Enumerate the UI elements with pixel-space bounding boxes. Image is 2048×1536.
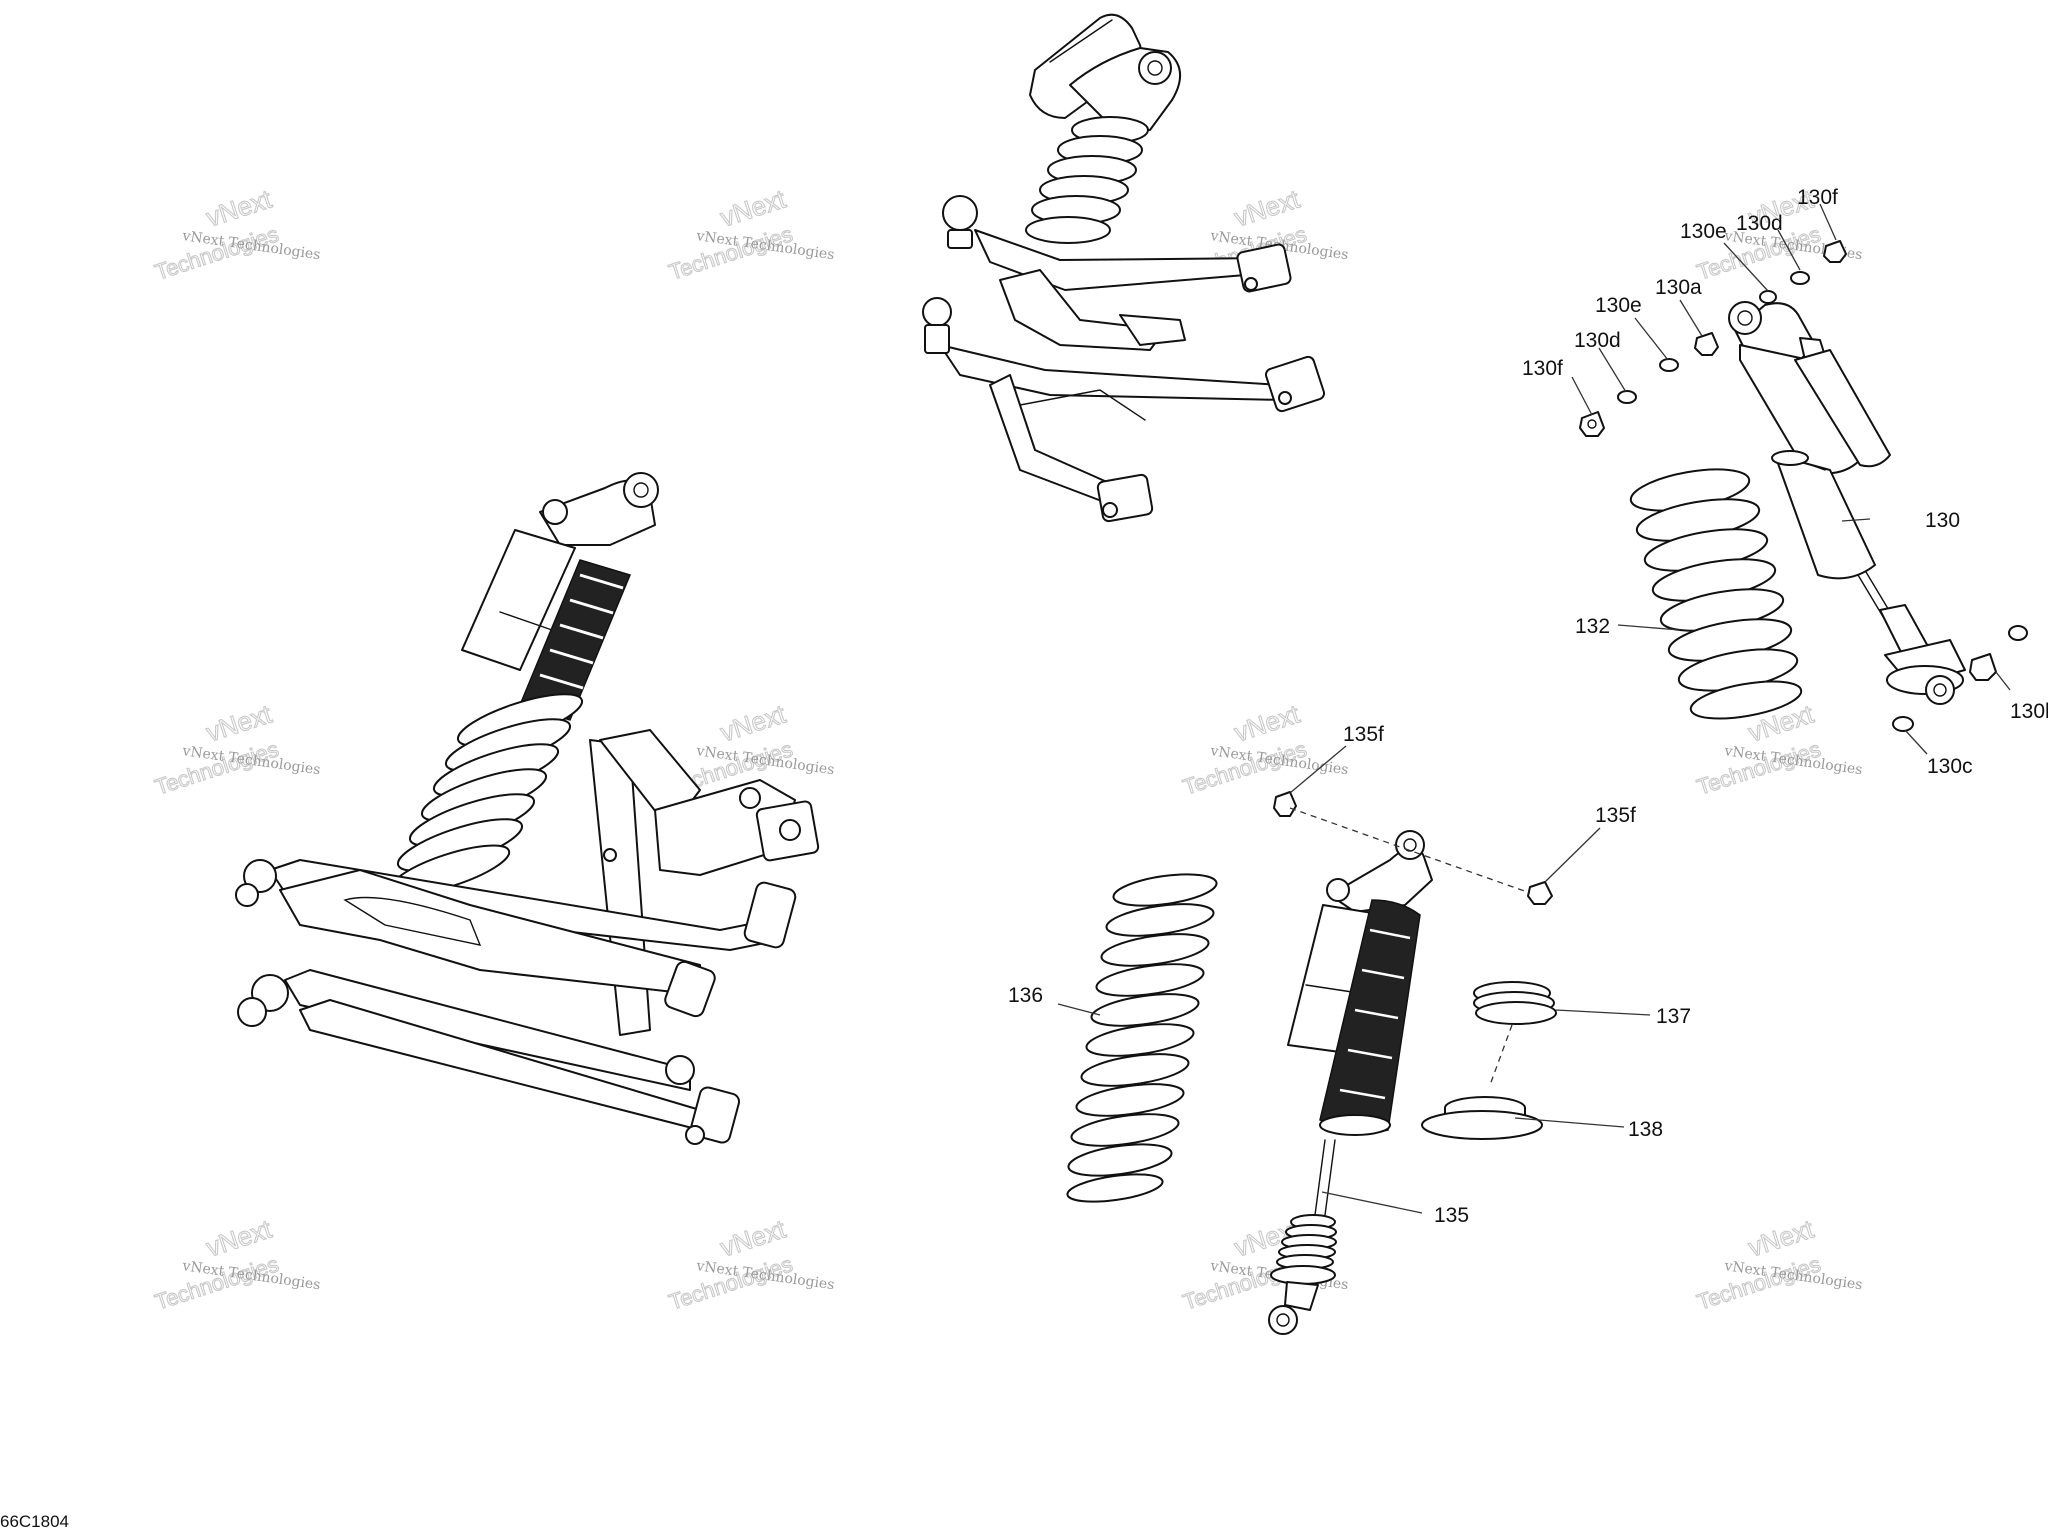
leader-lines [1057, 203, 2011, 1214]
callout-137: 137 [1656, 1005, 1691, 1028]
watermark: vNext Technologies vNext Technologies [665, 183, 835, 285]
callout-130f-right: 130f [1797, 186, 1838, 209]
callout-135f-left: 135f [1343, 723, 1384, 746]
watermark: vNext Technologies vNext Technologies [1179, 698, 1349, 800]
spring-highlights [539, 573, 624, 690]
watermark: vNext Technologies vNext Technologies [151, 1213, 321, 1315]
callout-136: 136 [1008, 984, 1043, 1007]
left-suspension-assembly [235, 472, 820, 1145]
spring-132 [1629, 468, 1803, 720]
watermark: vNext Technologies vNext Technologies [151, 698, 321, 800]
callout-130d-right: 130d [1736, 212, 1783, 235]
part-137 [1473, 981, 1557, 1025]
hardware-130-left [1579, 332, 1719, 437]
spring-136 [1066, 873, 1218, 1203]
callout-130c: 130c [1927, 755, 1973, 778]
hardware-130-right-bottom [1892, 625, 2028, 732]
watermark: vNext Technologies vNext Technologies [665, 1213, 835, 1315]
callout-130e-right: 130e [1680, 220, 1727, 243]
watermarks: vNext Technologies vNext Technologies vN… [151, 183, 1863, 1315]
diagram-code: 66C1804 [0, 1512, 70, 1531]
callout-130f-left: 130f [1522, 357, 1563, 380]
part-138 [1421, 1096, 1543, 1140]
callout-132: 132 [1575, 615, 1610, 638]
watermark: vNext Technologies vNext Technologies [1693, 1213, 1863, 1315]
spring-highlights [1339, 928, 1411, 1100]
callout-labels: 130f 130d 130e 130a 130e 130d 130f 130 1… [1008, 186, 2048, 1227]
callout-130b: 130b [2010, 700, 2048, 723]
hardware-130-right-top [1759, 240, 1847, 304]
callout-130: 130 [1925, 509, 1960, 532]
bump-stop [1270, 1214, 1337, 1285]
callout-130a: 130a [1655, 276, 1702, 299]
callout-138: 138 [1628, 1118, 1663, 1141]
callout-130d-left: 130d [1574, 329, 1621, 352]
callout-135f-right: 135f [1595, 804, 1636, 827]
watermark: vNext Technologies vNext Technologies [151, 183, 321, 285]
callout-135: 135 [1434, 1204, 1469, 1227]
callout-130e-left: 130e [1595, 294, 1642, 317]
shock-130-group [1579, 240, 2028, 732]
spring-coils [1025, 116, 1149, 244]
top-suspension-assembly [922, 13, 1326, 523]
spring-coils [389, 693, 584, 896]
shock-135-group [1066, 791, 1557, 1335]
